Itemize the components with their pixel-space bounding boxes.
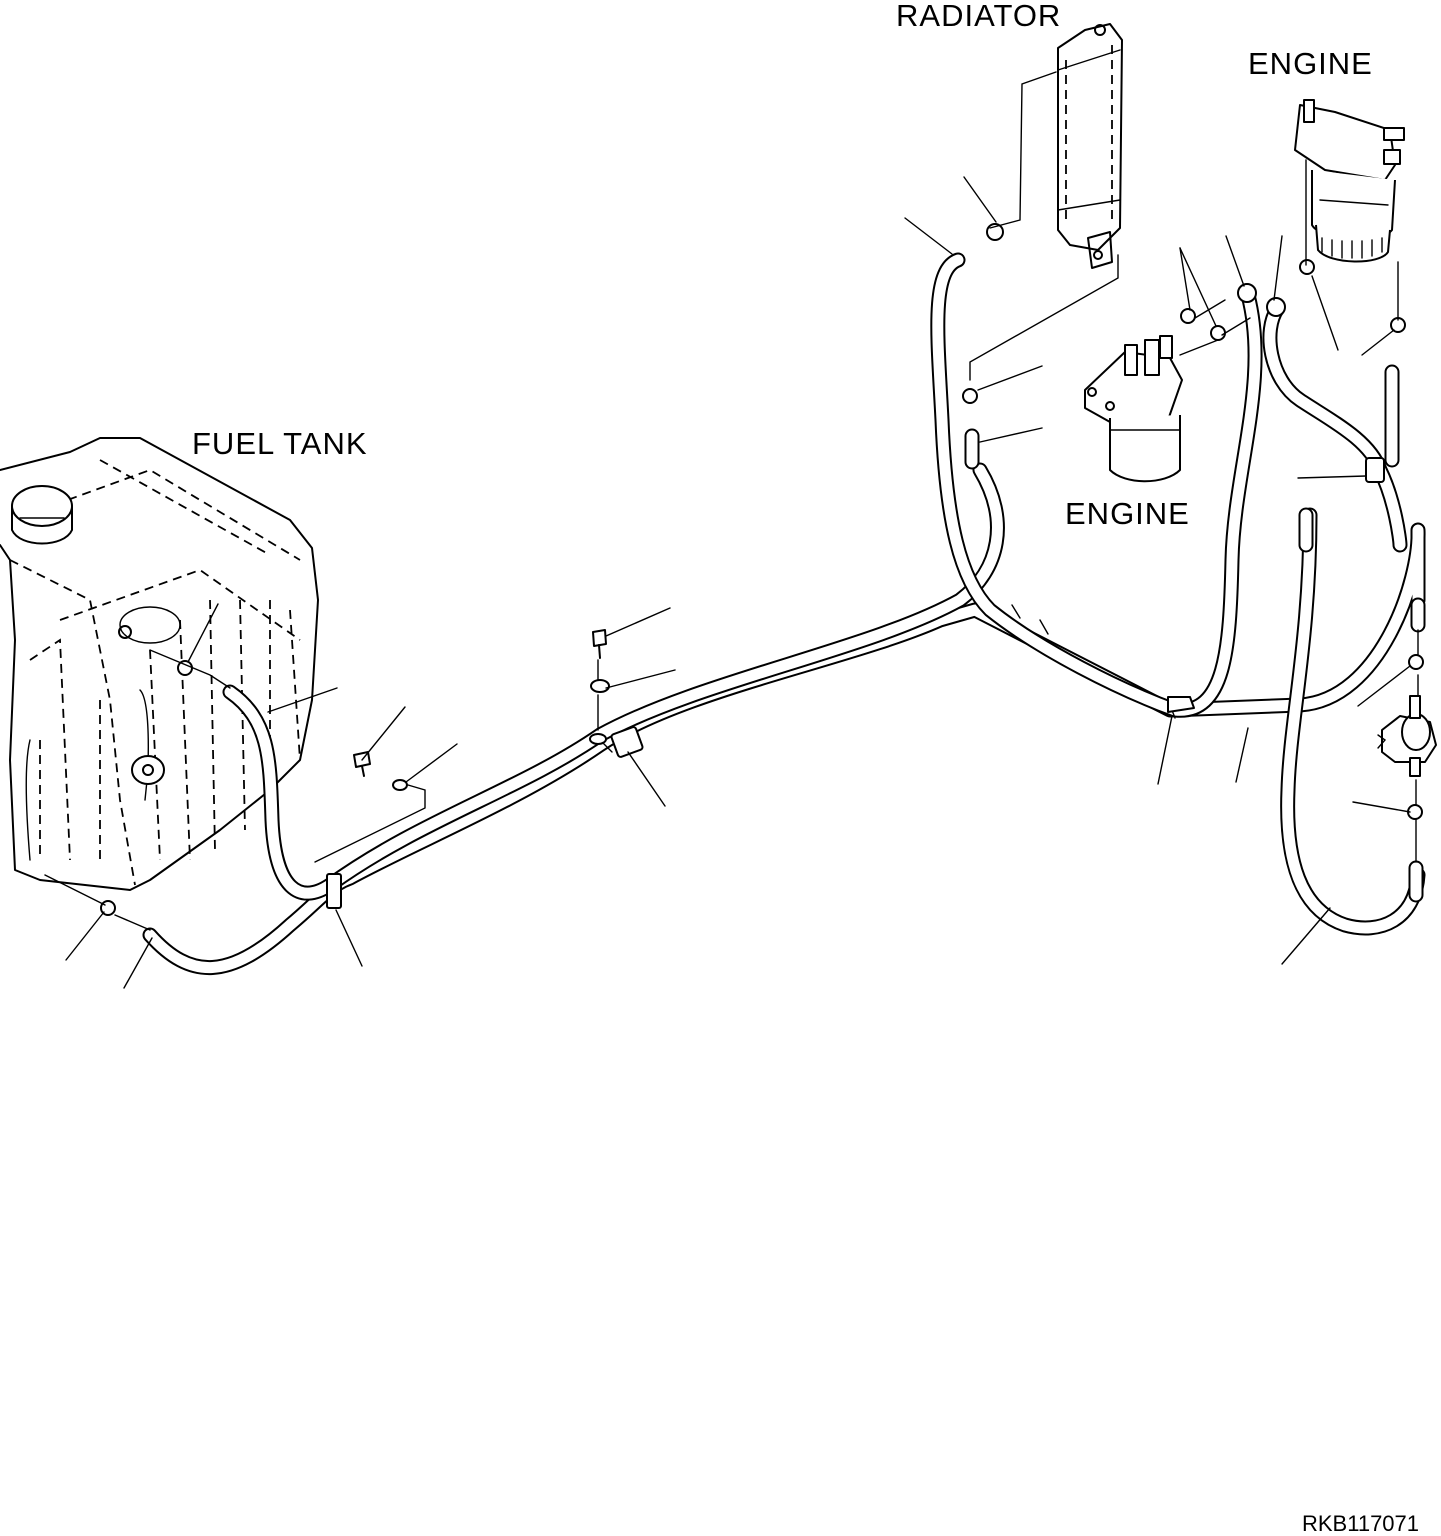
washer-icon	[392, 679, 610, 791]
fuel-tank-label: FUEL TANK	[192, 426, 368, 461]
fuel-filter-icon	[1294, 99, 1405, 263]
engine-label-filter: ENGINE	[1065, 496, 1190, 531]
fuel-hoses	[142, 252, 1426, 975]
hose-clamp-icon	[100, 223, 1424, 916]
fuel-tank-icon	[0, 437, 319, 891]
center-lines	[44, 71, 1419, 931]
drawing-reference-number: RKB117071	[1302, 1511, 1420, 1536]
engine-label-top: ENGINE	[1248, 46, 1373, 81]
fuel-pump-icon	[1377, 695, 1437, 777]
radiator-icon	[1057, 23, 1123, 269]
leader-lines	[65, 176, 1411, 989]
radiator-label: RADIATOR	[896, 0, 1062, 33]
water-separator-icon	[1084, 335, 1183, 483]
